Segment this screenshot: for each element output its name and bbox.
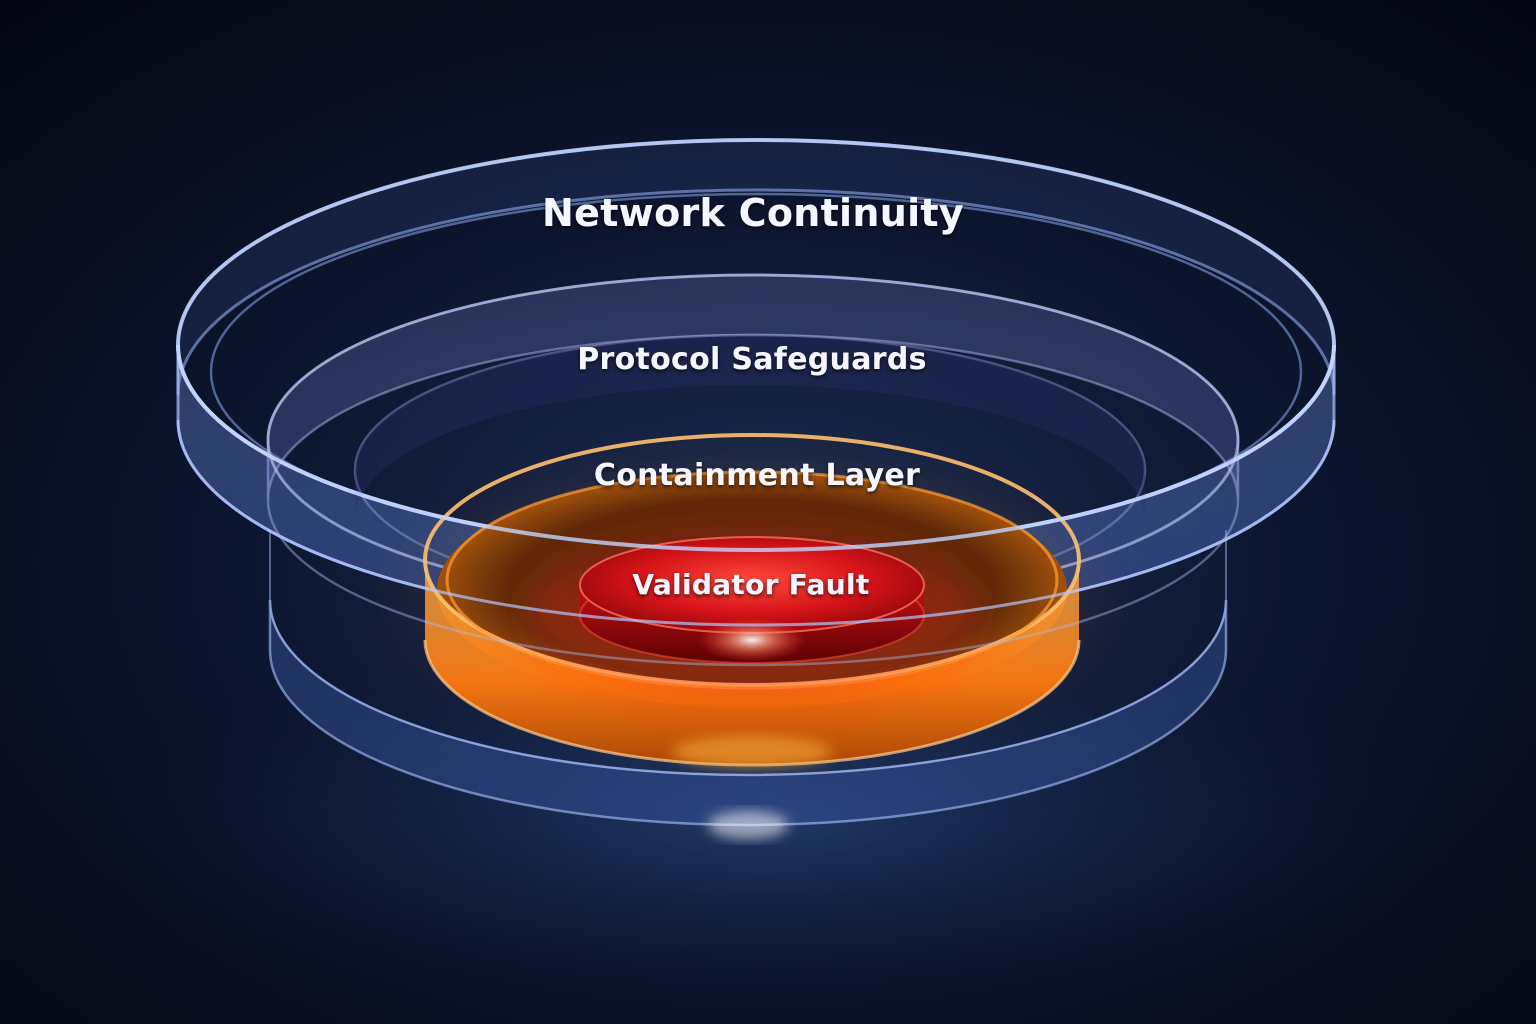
core-validator-fault (522, 525, 982, 695)
ring-protocol-safeguards (266, 273, 1240, 607)
outer-ring-front-rim (176, 344, 1336, 667)
label-validator-fault: Validator Fault (632, 568, 869, 601)
label-network-continuity: Network Continuity (542, 191, 964, 235)
label-containment-layer: Containment Layer (594, 458, 920, 493)
label-protocol-safeguards: Protocol Safeguards (577, 342, 927, 377)
